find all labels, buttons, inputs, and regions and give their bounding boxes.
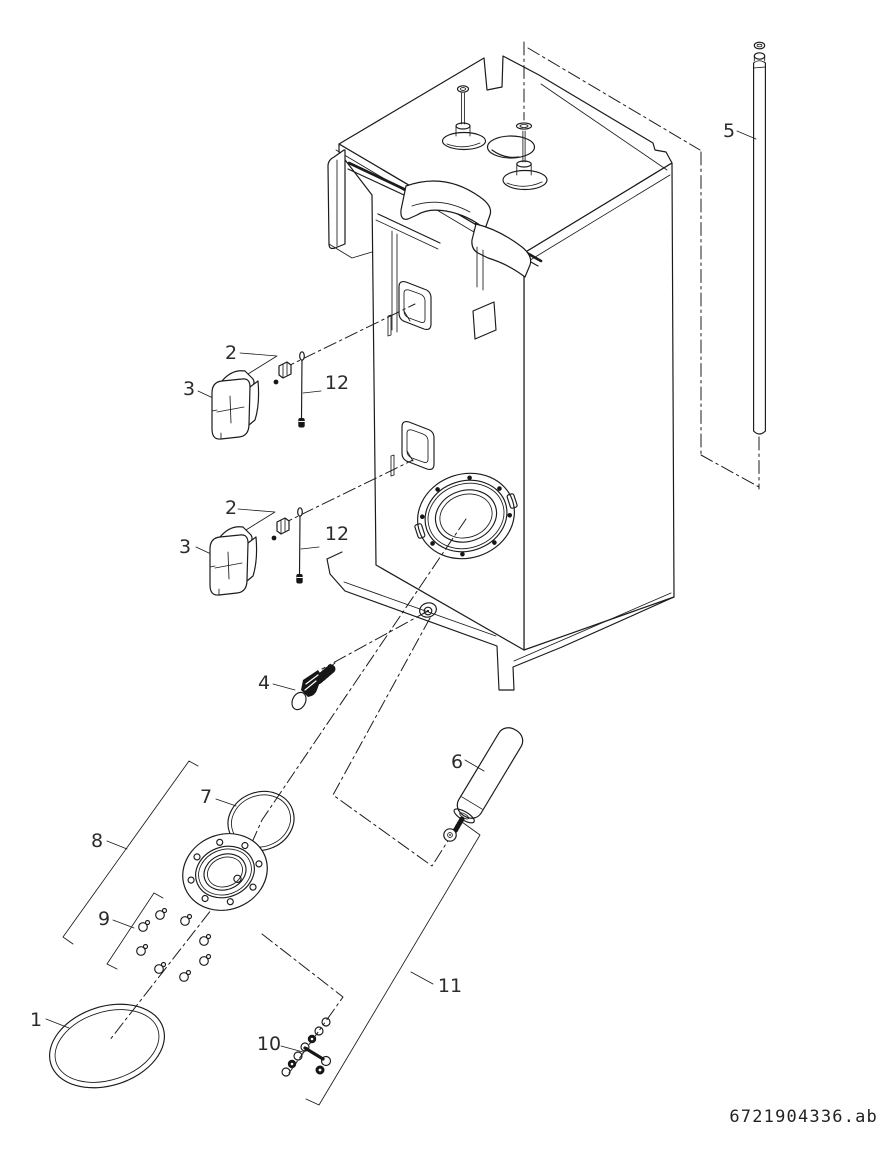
part-7-gasket bbox=[227, 790, 295, 852]
part-8-flange-plate bbox=[182, 833, 268, 911]
axis-anode bbox=[332, 617, 464, 867]
axis-drain bbox=[321, 610, 429, 670]
tank-collar-trim bbox=[347, 161, 543, 340]
leader-6 bbox=[464, 759, 485, 772]
tank-flange-opening bbox=[414, 472, 518, 560]
callout-label-6: 6 bbox=[451, 751, 463, 773]
leader-8 bbox=[106, 840, 128, 850]
part-3-cover bbox=[211, 370, 260, 440]
leader-4 bbox=[272, 683, 296, 691]
part-6-anode bbox=[451, 727, 524, 836]
callout-leaders bbox=[45, 130, 757, 1106]
handle-pocket-upper bbox=[387, 280, 432, 337]
callout-labels: 2 12 3 2 12 3 4 5 6 7 8 9 1 10 11 bbox=[30, 120, 735, 1055]
leader-9 bbox=[112, 919, 135, 929]
leader-5 bbox=[736, 130, 757, 140]
leader-12 bbox=[302, 390, 322, 394]
anode-washer bbox=[443, 828, 457, 842]
bracket-2 bbox=[239, 352, 278, 375]
leader-1 bbox=[45, 1018, 70, 1029]
callout-label-11: 11 bbox=[438, 975, 462, 997]
part-2-clip bbox=[273, 361, 292, 385]
callout-label-3-upper: 3 bbox=[183, 378, 195, 400]
leader-7 bbox=[215, 798, 237, 807]
callout-label-1: 1 bbox=[30, 1009, 42, 1031]
part-9-screws bbox=[136, 907, 212, 982]
tank-lip-back bbox=[540, 83, 668, 171]
part-12-pin bbox=[298, 351, 306, 428]
tank-body bbox=[326, 55, 675, 691]
leader-11 bbox=[410, 971, 434, 985]
callout-label-8: 8 bbox=[91, 830, 103, 852]
callout-label-2-upper: 2 bbox=[225, 342, 237, 364]
tank-lip-right bbox=[526, 174, 671, 263]
document-id: 6721904336.ab bbox=[729, 1107, 878, 1127]
leader-3 bbox=[197, 390, 214, 399]
part-1-oval-gasket bbox=[49, 1003, 165, 1089]
axis-rod-link bbox=[700, 436, 760, 490]
tank-left-tab bbox=[327, 149, 373, 259]
callout-label-9: 9 bbox=[98, 908, 110, 930]
callout-label-12-upper: 12 bbox=[325, 372, 349, 394]
bracket-9 bbox=[106, 892, 164, 970]
callout-label-4: 4 bbox=[258, 672, 270, 694]
drain-boss bbox=[419, 602, 437, 618]
callout-label-2-lower: 2 bbox=[225, 497, 237, 519]
leader-10 bbox=[280, 1045, 304, 1053]
part-5-rod bbox=[753, 41, 766, 435]
callout-label-10: 10 bbox=[257, 1033, 281, 1055]
bracket-8 bbox=[62, 760, 199, 945]
fastener-set-upper bbox=[197, 303, 416, 440]
anode-stud-threads bbox=[452, 816, 465, 834]
callout-label-3-lower: 3 bbox=[179, 536, 191, 558]
callout-label-5: 5 bbox=[723, 120, 735, 142]
set-bolt bbox=[303, 1046, 325, 1061]
part-10-washer-set bbox=[281, 1017, 332, 1077]
tank-base-skirt bbox=[326, 551, 675, 691]
top-port-right bbox=[486, 122, 548, 191]
part-4-drain-valve bbox=[291, 662, 336, 711]
callout-label-12-lower: 12 bbox=[325, 523, 349, 545]
callout-label-7: 7 bbox=[200, 786, 212, 808]
axis-top-diagonal bbox=[527, 47, 701, 151]
front-panel-mark bbox=[472, 301, 497, 340]
top-port-left bbox=[441, 85, 487, 151]
bracket-11 bbox=[305, 821, 481, 1106]
